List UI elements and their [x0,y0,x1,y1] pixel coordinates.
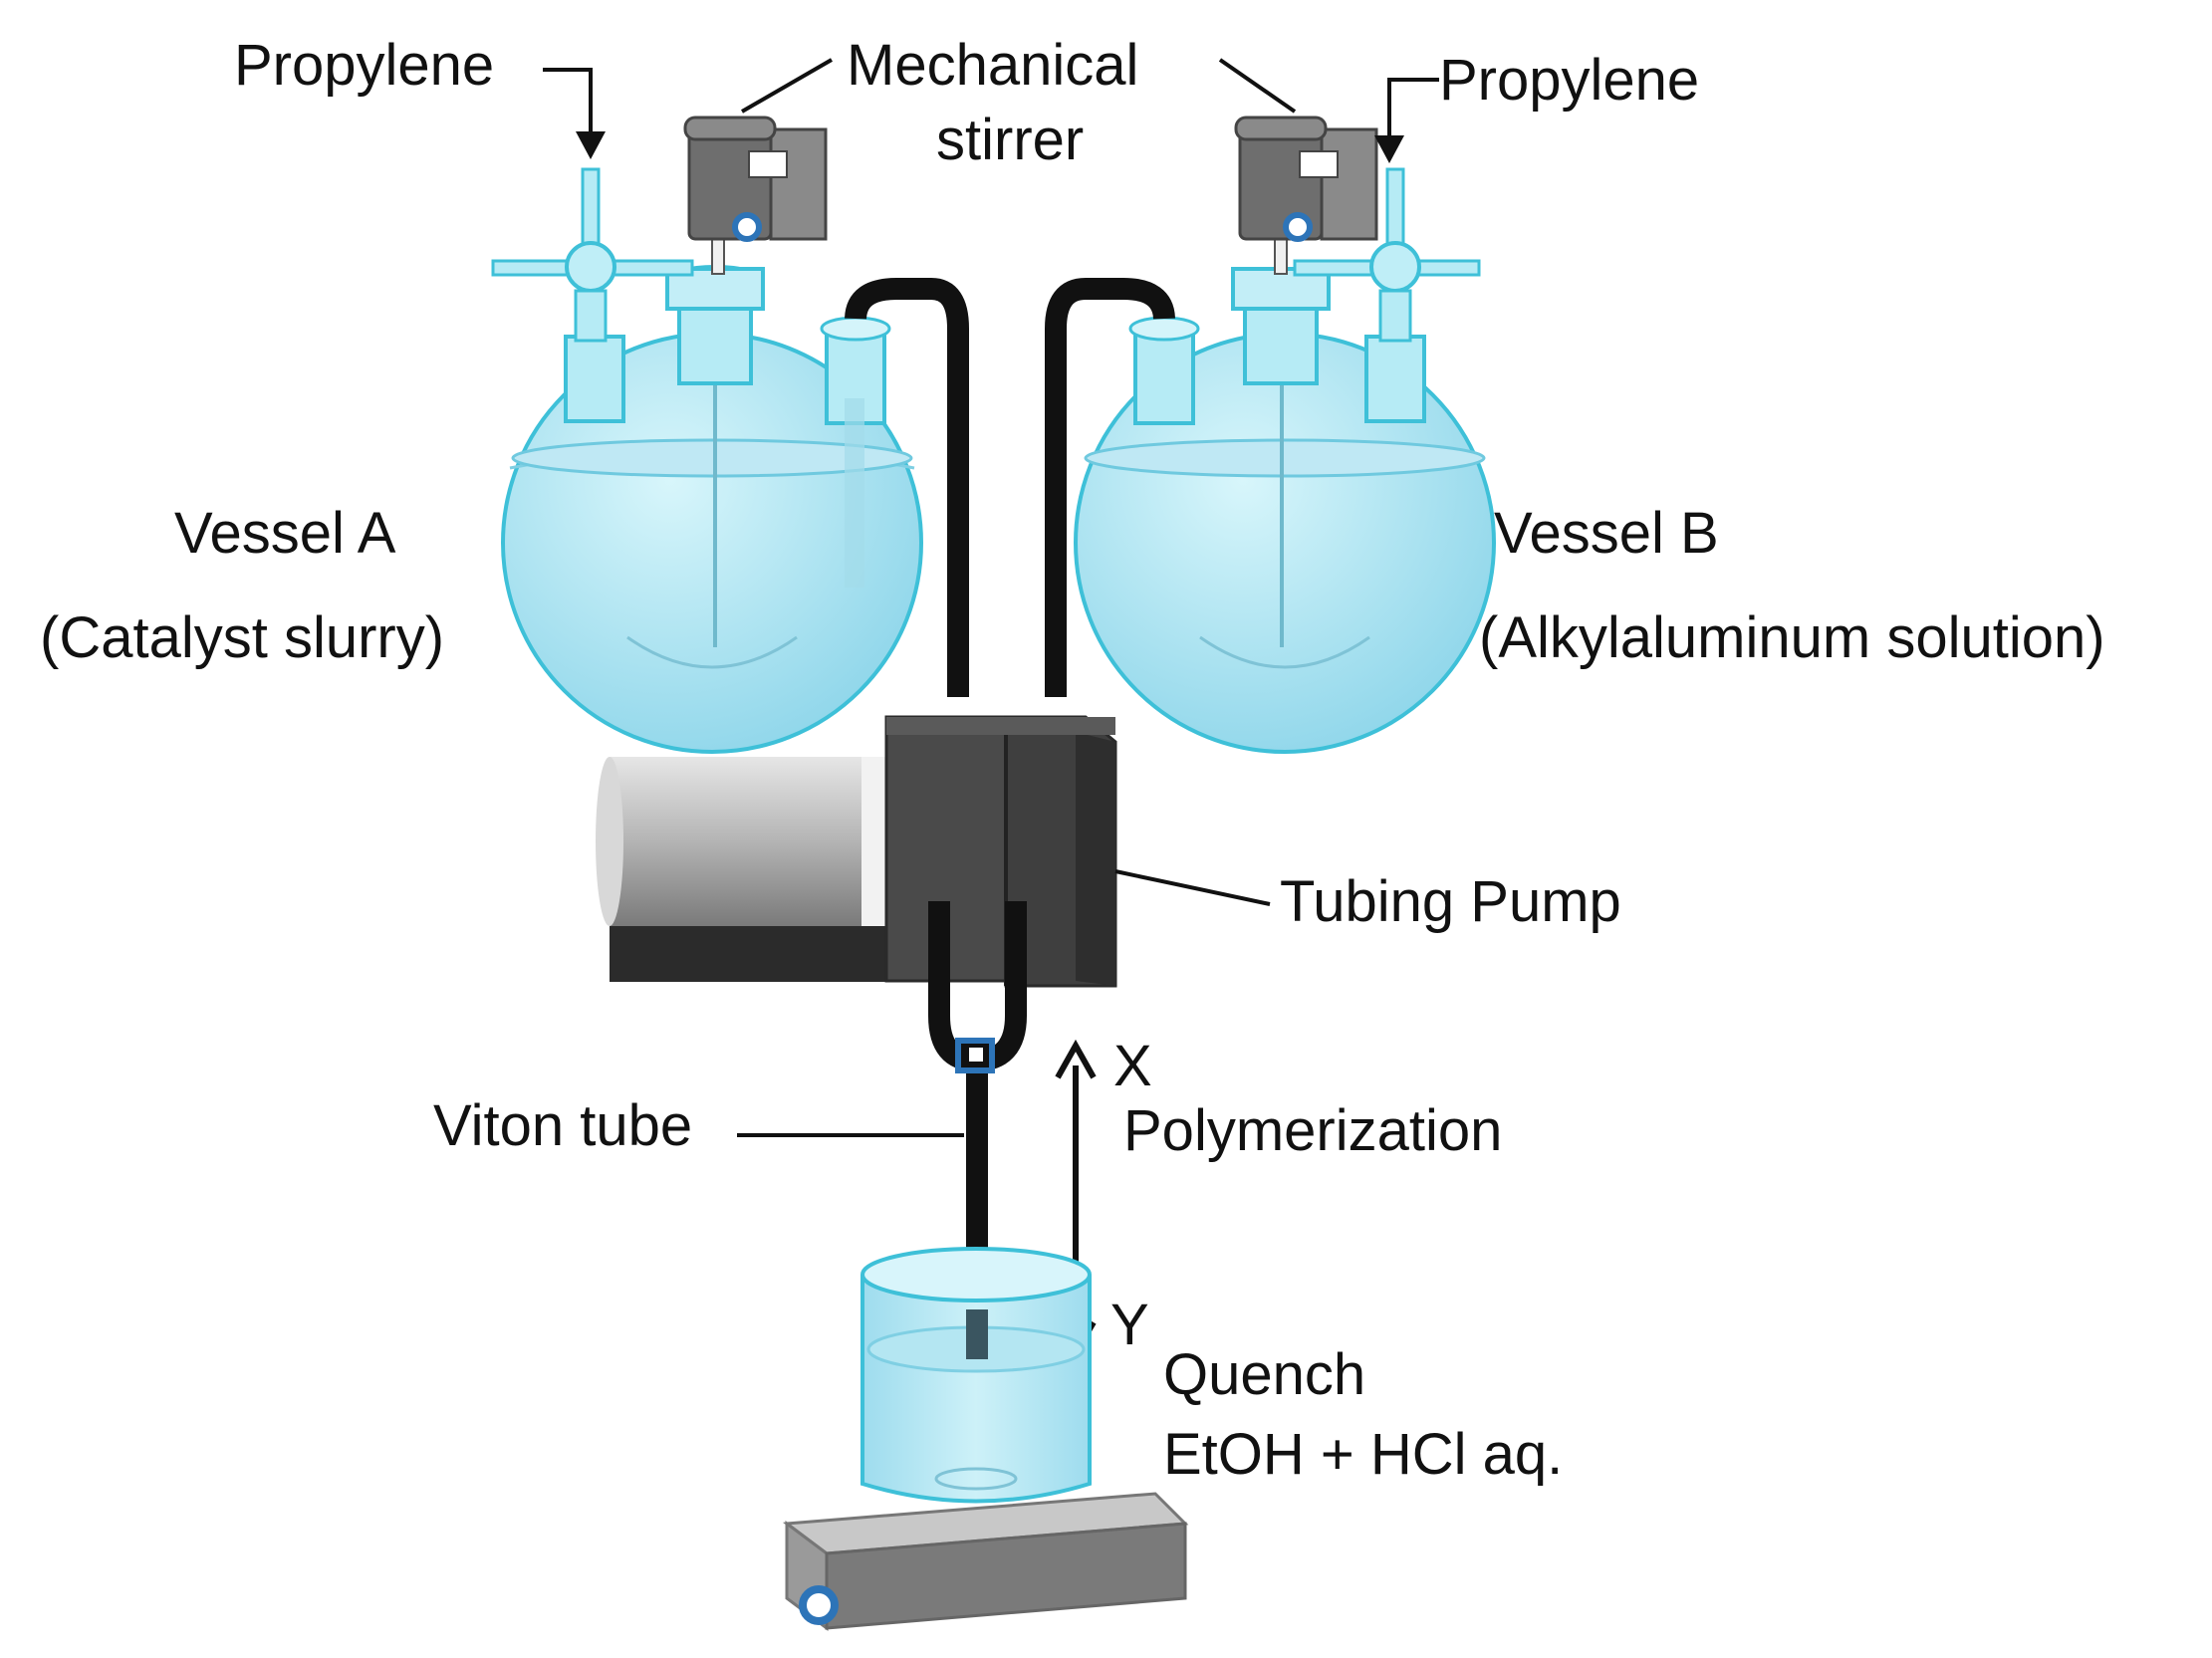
feed-tubes [845,278,1175,697]
stopcock-right [1293,167,1481,343]
label-vessel-a: Vessel A [174,501,396,566]
label-viton-tube: Viton tube [433,1093,692,1158]
label-tubing-pump: Tubing Pump [1280,869,1621,934]
label-vessel-b-contents: (Alkylaluminum solution) [1479,605,2105,670]
stopcock-left [491,167,694,343]
label-stirrer-line2: stirrer [936,108,1084,172]
tube-connector-window [969,1048,983,1062]
label-stirrer-line1: Mechanical [847,33,1138,98]
label-vessel-a-contents: (Catalyst slurry) [40,605,444,670]
label-vessel-b: Vessel B [1494,501,1719,566]
label-quench: Quench [1163,1342,1365,1407]
label-x-mark: X [1113,1034,1152,1098]
label-propylene-right: Propylene [1439,48,1699,113]
tubing-pump [596,715,1117,988]
label-y-mark: Y [1110,1293,1149,1357]
label-polymerization: Polymerization [1123,1098,1502,1163]
leader-lines [543,58,1439,1137]
quench-beaker [860,1247,1092,1504]
label-propylene-left: Propylene [234,33,494,98]
arrow-propylene-left [576,131,606,159]
label-quench-solution: EtOH + HCl aq. [1163,1422,1563,1487]
vessel-a-flask [501,265,923,754]
stir-plate [782,1492,1189,1631]
mechanical-stirrer-left [683,116,828,275]
arrow-propylene-right [1374,135,1404,163]
vessel-b-flask [1074,267,1496,754]
mechanical-stirrer-right [1234,116,1378,275]
